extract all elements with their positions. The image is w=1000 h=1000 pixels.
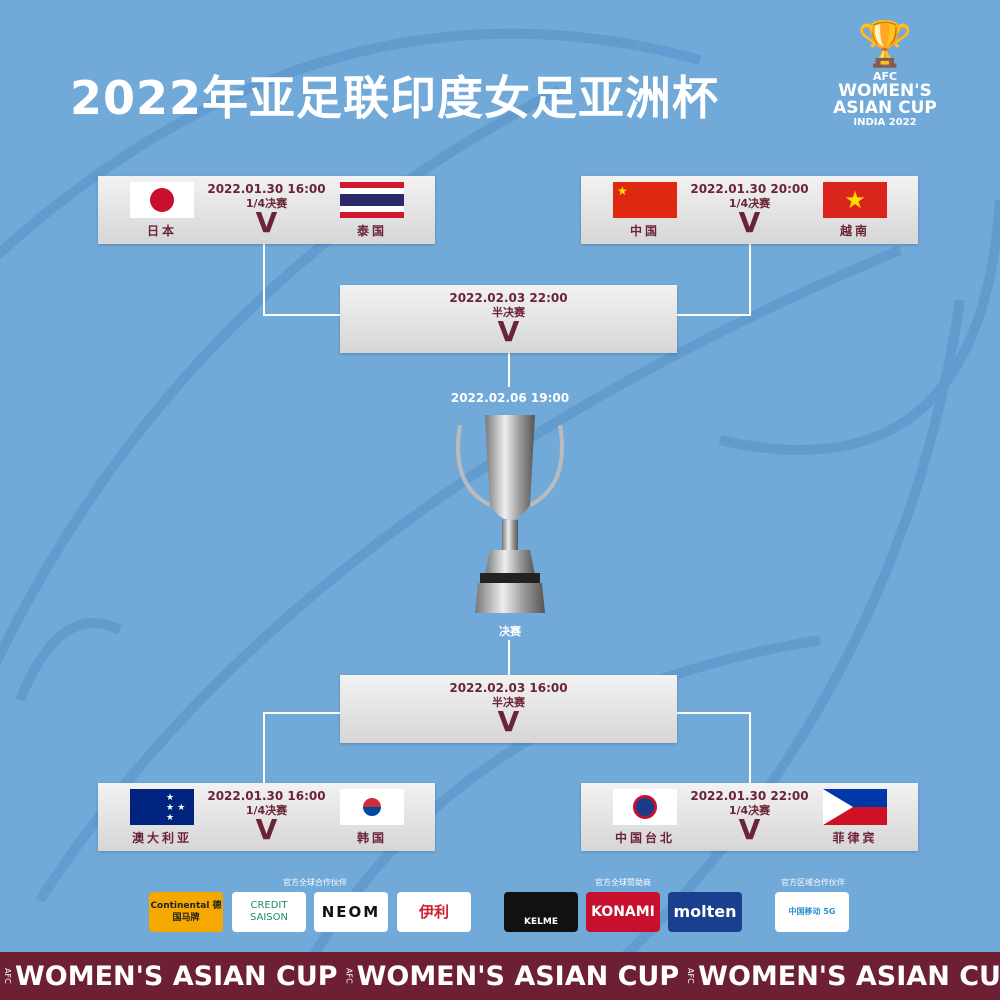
china-flag-icon: ★: [613, 182, 677, 218]
connector: [749, 243, 751, 315]
connector: [677, 314, 751, 316]
sponsor-neom: NEOM: [314, 892, 388, 932]
team-home: 日本: [146, 224, 177, 238]
chinese-taipei-flag-icon: [613, 789, 677, 825]
philippines-flag-icon: [823, 789, 887, 825]
sponsor-group-heading: 官方全球合作伙伴: [283, 878, 347, 887]
team-home: 中国台北: [614, 831, 675, 845]
versus: V: [255, 206, 278, 239]
versus: V: [738, 206, 761, 239]
connector: [508, 353, 510, 387]
sponsor-molten: molten: [668, 892, 742, 932]
page-title: 2022年亚足联印度女足亚洲杯: [70, 71, 720, 125]
connector: [508, 640, 510, 675]
team-home: 澳大利亚: [131, 831, 192, 845]
sponsor-credit-saison: CREDIT SAISON: [232, 892, 306, 932]
connector: [677, 712, 751, 714]
banner-text: WOMEN'S ASIAN CUP: [15, 960, 338, 992]
match-date: 2022.01.30 16:00: [207, 182, 326, 196]
sponsor-kelme: KELME: [504, 892, 578, 932]
korea-flag-icon: [340, 789, 404, 825]
match-card-qf1: 2022.01.30 16:00 1/4决赛 V 日本 泰国: [98, 176, 435, 244]
match-round: 1/4决赛: [245, 197, 288, 210]
match-date: 2022.01.30 22:00: [690, 789, 809, 803]
match-date: 2022.02.03 16:00: [449, 681, 568, 695]
match-round: 半决赛: [492, 696, 525, 709]
team-away: 韩国: [356, 831, 387, 845]
logo-india-2022: INDIA 2022: [853, 117, 917, 128]
match-date: 2022.01.30 16:00: [207, 789, 326, 803]
match-round: 1/4决赛: [728, 197, 771, 210]
logo-asian-cup: ASIAN CUP: [833, 98, 937, 118]
versus: V: [497, 315, 520, 348]
trophy-logo-icon: 🏆: [857, 19, 913, 70]
versus: V: [738, 813, 761, 846]
sponsor-group-heading: 官方区域合作伙伴: [781, 878, 845, 887]
connector: [263, 712, 341, 714]
banner-afc: AFC: [686, 968, 696, 984]
sponsor-continental: Continental 德国马牌: [149, 892, 223, 932]
final-label: 决赛: [499, 625, 521, 638]
match-card-qf3: ★★ ★★ 2022.01.30 16:00 1/4决赛 V 澳大利亚 韩国: [98, 783, 435, 851]
connector: [263, 314, 341, 316]
banner-afc: AFC: [344, 968, 354, 984]
australia-flag-icon: ★★ ★★: [130, 789, 194, 825]
sponsor-konami: KONAMI: [586, 892, 660, 932]
match-date: 2022.02.03 22:00: [449, 291, 568, 305]
match-date: 2022.01.30 20:00: [690, 182, 809, 196]
sponsor-group-heading: 官方全球赞助商: [595, 878, 651, 887]
trophy-icon: [456, 415, 564, 613]
team-home: 中国: [629, 224, 660, 238]
match-round: 1/4决赛: [245, 804, 288, 817]
thailand-flag-icon: [340, 182, 404, 218]
logo-afc: AFC: [872, 70, 898, 83]
connector: [749, 712, 751, 783]
versus: V: [497, 705, 520, 738]
banner-text: WOMEN'S ASIAN CUP: [356, 960, 680, 992]
match-round: 1/4决赛: [728, 804, 771, 817]
vietnam-flag-icon: ★: [823, 182, 887, 218]
sponsor-china-mobile: 中国移动 5G: [775, 892, 849, 932]
match-card-sf2: 2022.02.03 16:00 半决赛 V: [340, 675, 677, 743]
banner-text: WOMEN'S ASIAN CUP: [698, 960, 1000, 992]
connector: [263, 243, 265, 315]
afc-womens-asian-cup-logo: 🏆 AFC WOMEN'S ASIAN CUP INDIA 2022: [830, 19, 940, 129]
logo-womens: WOMEN'S: [838, 81, 932, 101]
match-card-sf1: 2022.02.03 22:00 半决赛 V: [340, 285, 677, 353]
match-card-qf2: ★ 2022.01.30 20:00 1/4决赛 V ★ 中国 越南: [581, 176, 918, 244]
team-away: 菲律宾: [832, 831, 878, 845]
team-away: 越南: [839, 224, 870, 238]
match-card-qf4: 2022.01.30 22:00 1/4决赛 V 中国台北 菲律宾: [581, 783, 918, 851]
match-round: 半决赛: [492, 306, 525, 319]
sponsor-yili: 伊利: [397, 892, 471, 932]
versus: V: [255, 813, 278, 846]
japan-flag-icon: [130, 182, 194, 218]
banner-afc: AFC: [3, 968, 12, 984]
connector: [263, 712, 265, 783]
final-date: 2022.02.06 19:00: [450, 391, 570, 405]
team-away: 泰国: [356, 224, 387, 238]
